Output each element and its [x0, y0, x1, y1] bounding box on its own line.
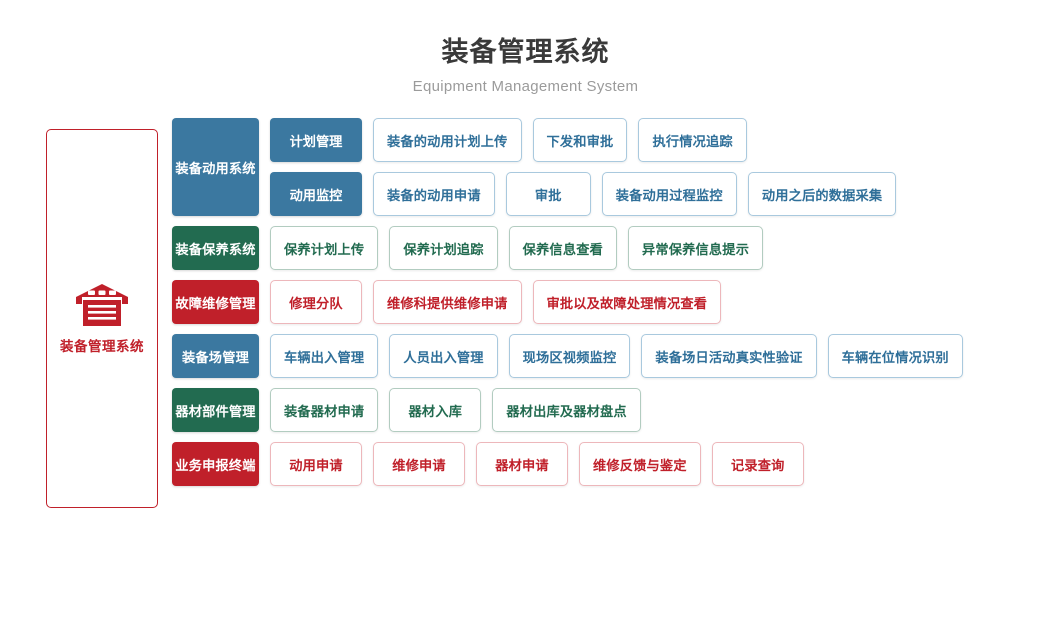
leaf-chip[interactable]: 装备器材申请 [270, 388, 379, 432]
spacer [498, 226, 509, 270]
leaf-chip[interactable]: 执行情况追踪 [638, 118, 747, 162]
category-chip-equipment-maintenance[interactable]: 装备保养系统 [172, 226, 259, 270]
subgroup-line-plan-management: 计划管理 装备的动用计划上传 下发和审批 执行情况追踪 [270, 118, 896, 162]
spacer [362, 280, 373, 324]
leaf-chip[interactable]: 记录查询 [711, 442, 804, 486]
leaf-chip[interactable]: 车辆出入管理 [270, 334, 379, 378]
spacer [465, 442, 476, 486]
spacer [259, 334, 270, 378]
category-chip-parts-management[interactable]: 器材部件管理 [172, 388, 259, 432]
leaf-chip[interactable]: 保养信息查看 [508, 226, 617, 270]
subgroup-container-equipment-dispatch: 计划管理 装备的动用计划上传 下发和审批 执行情况追踪 动用监控 装备的动用申请… [270, 118, 897, 216]
spacer [259, 118, 270, 216]
subgroup-line-dispatch-monitoring: 动用监控 装备的动用申请 审批 装备动用过程监控 动用之后的数据采集 [270, 172, 897, 216]
warehouse-icon [74, 282, 130, 328]
leaf-chip[interactable]: 器材出库及器材盘点 [492, 388, 641, 432]
root-system-panel[interactable]: 装备管理系统 [46, 129, 158, 508]
spacer [817, 334, 828, 378]
spacer [591, 172, 602, 216]
page-title: 装备管理系统 [441, 37, 610, 67]
leaf-chip[interactable]: 修理分队 [270, 280, 362, 324]
leaf-chip[interactable]: 下发和审批 [532, 118, 628, 162]
leaf-chip[interactable]: 车辆在位情况识别 [827, 334, 963, 378]
spacer [568, 442, 579, 486]
leaf-chip[interactable]: 器材申请 [476, 442, 568, 486]
spacer [627, 118, 638, 162]
leaf-chip[interactable]: 装备的动用申请 [373, 172, 495, 216]
spacer [495, 172, 506, 216]
spacer [259, 280, 270, 324]
leaf-chip[interactable]: 装备的动用计划上传 [373, 118, 522, 162]
category-chip-depot-management[interactable]: 装备场管理 [172, 334, 259, 378]
spacer [522, 280, 533, 324]
spacer [481, 388, 492, 432]
leaf-chip[interactable]: 审批 [505, 172, 591, 216]
spacer [378, 334, 389, 378]
spacer [362, 118, 373, 162]
leaf-chip[interactable]: 保养计划追踪 [389, 226, 498, 270]
row-service-declaration-terminal: 业务申报终端 动用申请 维修申请 器材申请 维修反馈与鉴定 记录查询 [172, 442, 963, 486]
row-depot-management: 装备场管理 车辆出入管理 人员出入管理 现场区视频监控 装备场日活动真实性验证 … [172, 334, 963, 378]
leaf-chip[interactable]: 人员出入管理 [389, 334, 498, 378]
row-fault-repair: 故障维修管理 修理分队 维修科提供维修申请 审批以及故障处理情况查看 [172, 280, 963, 324]
category-chip-equipment-dispatch[interactable]: 装备动用系统 [172, 118, 259, 216]
spacer [701, 442, 712, 486]
leaf-chip[interactable]: 动用申请 [270, 442, 362, 486]
spacer [498, 334, 509, 378]
leaf-chip[interactable]: 异常保养信息提示 [627, 226, 764, 270]
subsystem-rows: 装备动用系统 计划管理 装备的动用计划上传 下发和审批 执行情况追踪 动用监控 … [172, 118, 963, 493]
spacer [259, 442, 270, 486]
spacer [362, 172, 373, 216]
page-subtitle: Equipment Management System [412, 77, 639, 95]
spacer [737, 172, 748, 216]
leaf-chip[interactable]: 保养计划上传 [270, 226, 379, 270]
spacer [259, 226, 270, 270]
row-parts-management: 器材部件管理 装备器材申请 器材入库 器材出库及器材盘点 [172, 388, 963, 432]
leaf-chip[interactable]: 维修申请 [373, 442, 465, 486]
spacer [259, 388, 270, 432]
spacer [378, 388, 389, 432]
category-chip-service-declaration-terminal[interactable]: 业务申报终端 [172, 442, 259, 486]
row-equipment-maintenance: 装备保养系统 保养计划上传 保养计划追踪 保养信息查看 异常保养信息提示 [172, 226, 963, 270]
spacer [522, 118, 533, 162]
spacer [362, 442, 373, 486]
leaf-chip[interactable]: 器材入库 [389, 388, 482, 432]
page-header: 装备管理系统 Equipment Management System [0, 0, 1051, 95]
spacer [617, 226, 628, 270]
spacer [630, 334, 641, 378]
leaf-chip[interactable]: 审批以及故障处理情况查看 [532, 280, 722, 324]
leaf-chip[interactable]: 装备动用过程监控 [601, 172, 737, 216]
spacer [378, 226, 389, 270]
leaf-chip[interactable]: 维修反馈与鉴定 [579, 442, 701, 486]
leaf-chip[interactable]: 动用之后的数据采集 [747, 172, 897, 216]
root-system-label: 装备管理系统 [60, 339, 144, 354]
subcategory-chip-dispatch-monitoring[interactable]: 动用监控 [270, 172, 362, 216]
subcategory-chip-plan-management[interactable]: 计划管理 [270, 118, 362, 162]
row-equipment-dispatch: 装备动用系统 计划管理 装备的动用计划上传 下发和审批 执行情况追踪 动用监控 … [172, 118, 963, 216]
leaf-chip[interactable]: 维修科提供维修申请 [373, 280, 522, 324]
leaf-chip[interactable]: 现场区视频监控 [508, 334, 631, 378]
leaf-chip[interactable]: 装备场日活动真实性验证 [641, 334, 817, 378]
category-chip-fault-repair[interactable]: 故障维修管理 [172, 280, 259, 324]
